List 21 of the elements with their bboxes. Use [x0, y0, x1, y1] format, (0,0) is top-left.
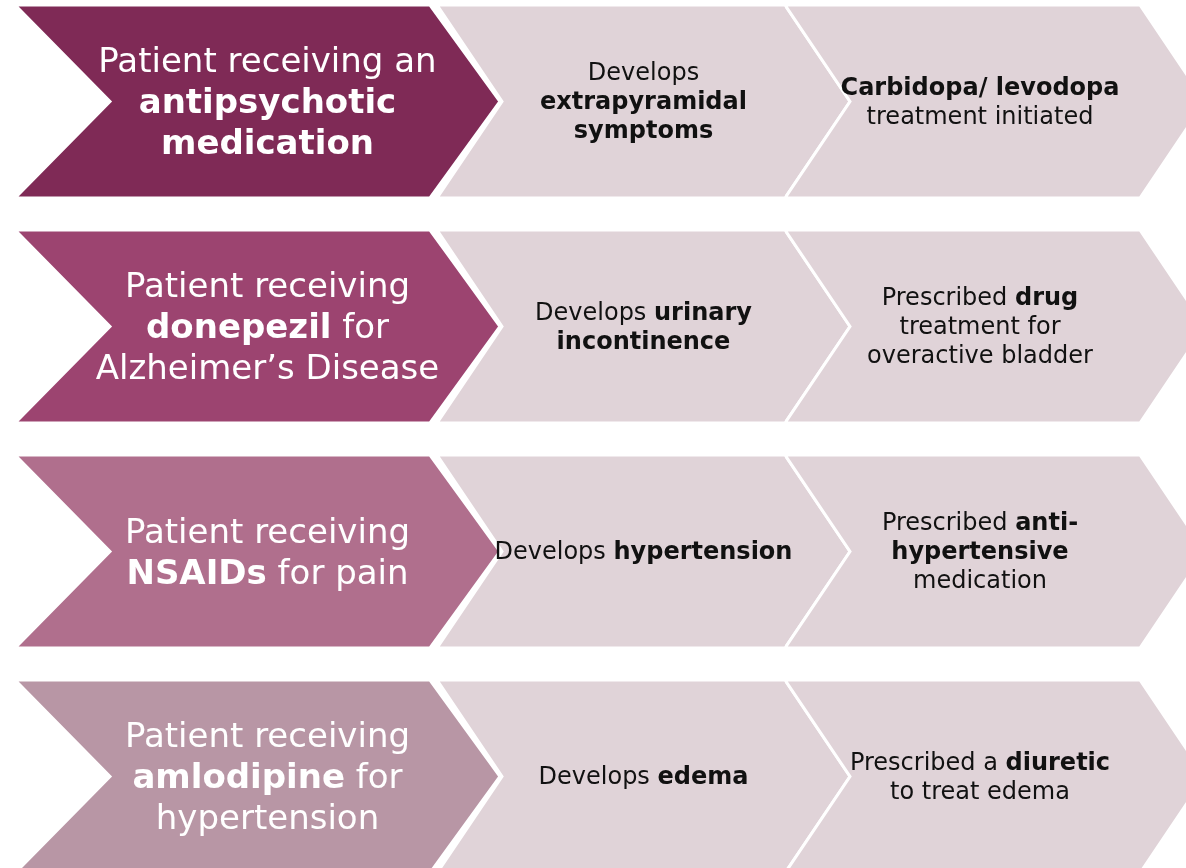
chevron-step: [437, 455, 850, 648]
step-text: Patient receiving amlodipine for hypertension: [123, 715, 412, 838]
chevron-step: [785, 5, 1186, 198]
step-text: Prescribed drug treatment for overactive bladder: [866, 283, 1094, 370]
step-text: Develops extrapyramidal symptoms: [539, 58, 748, 145]
step-text: Prescribed anti-hypertensive medication: [880, 508, 1080, 595]
chevron-step: [15, 5, 500, 198]
step-text: Patient receiving donepezil for Alzheimer’s Disease: [95, 265, 440, 388]
step-text: Patient receiving NSAIDs for pain: [123, 510, 412, 593]
chevron-step: [785, 230, 1186, 423]
step-text: Develops edema: [538, 762, 749, 791]
step-text: Develops hypertension: [494, 537, 793, 566]
step-text: Carbidopa/ levodopa treatment initiated: [839, 72, 1121, 131]
chevron-step: [437, 230, 850, 423]
chevron-step: [785, 680, 1186, 868]
chevron-step: [15, 680, 500, 868]
chevron-step: [15, 230, 500, 423]
chevron-step: [437, 680, 850, 868]
step-text: Prescribed a diuretic to treat edema: [848, 747, 1112, 806]
step-text: Patient receiving an antipsychotic medication: [97, 40, 438, 163]
step-text: Develops urinary incontinence: [534, 297, 753, 356]
